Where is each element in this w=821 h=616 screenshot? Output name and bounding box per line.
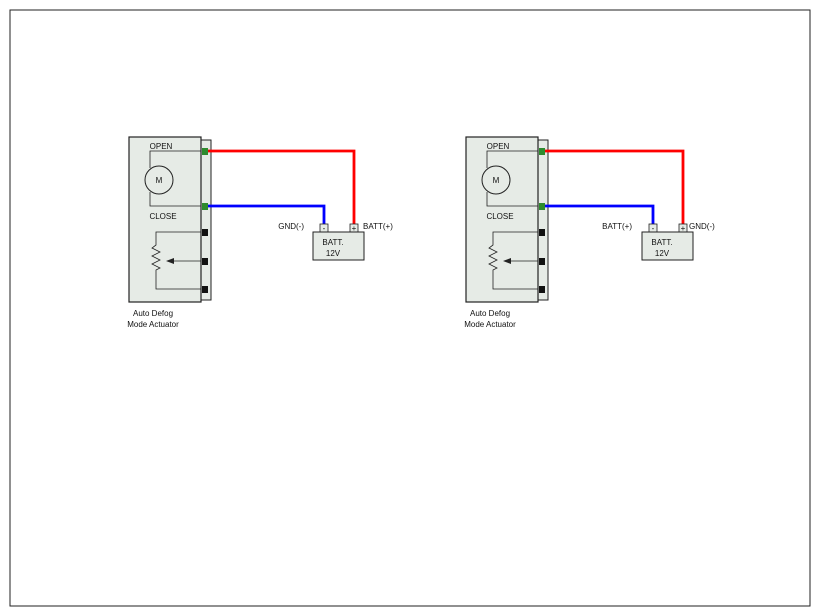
wiring-diagram-1: M OPEN CLOSE Auto Defog Mode Actuator - … xyxy=(127,136,393,329)
internal-wire-pot-bottom xyxy=(155,271,201,290)
actuator-body xyxy=(465,136,539,303)
close-label: CLOSE xyxy=(149,212,176,221)
right-terminal-label: GND(-) xyxy=(689,222,715,231)
pin-sensor-3 xyxy=(539,286,545,293)
actuator-connector-strip xyxy=(536,139,549,301)
battery-label-line2: 12V xyxy=(326,249,341,258)
actuator-connector-strip xyxy=(199,139,212,301)
open-wire xyxy=(208,149,356,224)
potentiometer-icon xyxy=(488,243,498,271)
pin-sensor-1 xyxy=(202,229,208,236)
wiper-arrow-icon xyxy=(503,258,511,264)
open-label: OPEN xyxy=(150,142,173,151)
pin-sensor-2 xyxy=(202,258,208,265)
left-terminal-label: GND(-) xyxy=(278,222,304,231)
internal-wire-pot-top xyxy=(155,231,201,243)
motor-label: M xyxy=(156,176,163,185)
left-terminal-label: BATT(+) xyxy=(602,222,632,231)
pin-open xyxy=(202,148,208,155)
internal-wire-close xyxy=(486,192,538,207)
battery-pos-sign: + xyxy=(352,224,357,233)
battery-neg-sign: - xyxy=(323,224,326,233)
internal-wire-pot-top xyxy=(492,231,538,243)
pin-sensor-3 xyxy=(202,286,208,293)
page-border xyxy=(9,9,811,607)
battery-body xyxy=(641,231,694,261)
pin-sensor-2 xyxy=(539,258,545,265)
close-wire xyxy=(545,204,655,224)
battery-label-line1: BATT. xyxy=(651,238,672,247)
internal-wire-close xyxy=(149,192,201,207)
close-label: CLOSE xyxy=(486,212,513,221)
right-terminal-label: BATT(+) xyxy=(363,222,393,231)
pin-close xyxy=(202,203,208,210)
motor-icon xyxy=(481,165,511,195)
potentiometer-icon xyxy=(151,243,161,271)
actuator-caption-line1: Auto Defog xyxy=(470,309,510,318)
internal-wire-pot-bottom xyxy=(492,271,538,290)
battery-label-line2: 12V xyxy=(655,249,670,258)
pin-close xyxy=(539,203,545,210)
open-wire xyxy=(545,149,685,224)
battery-body xyxy=(312,231,365,261)
motor-icon xyxy=(144,165,174,195)
close-wire xyxy=(208,204,326,224)
pin-open xyxy=(539,148,545,155)
open-label: OPEN xyxy=(487,142,510,151)
wiring-diagram-2: M OPEN CLOSE Auto Defog Mode Actuator - … xyxy=(464,136,715,329)
actuator-body xyxy=(128,136,202,303)
internal-wire-open xyxy=(149,150,201,168)
actuator-caption-line1: Auto Defog xyxy=(133,309,173,318)
pin-sensor-1 xyxy=(539,229,545,236)
actuator-caption-line2: Mode Actuator xyxy=(464,320,516,329)
wiper-arrow-icon xyxy=(166,258,174,264)
motor-label: M xyxy=(493,176,500,185)
battery-neg-sign: - xyxy=(652,224,655,233)
battery-pos-sign: + xyxy=(681,224,686,233)
internal-wire-open xyxy=(486,150,538,168)
actuator-caption-line2: Mode Actuator xyxy=(127,320,179,329)
battery-label-line1: BATT. xyxy=(322,238,343,247)
